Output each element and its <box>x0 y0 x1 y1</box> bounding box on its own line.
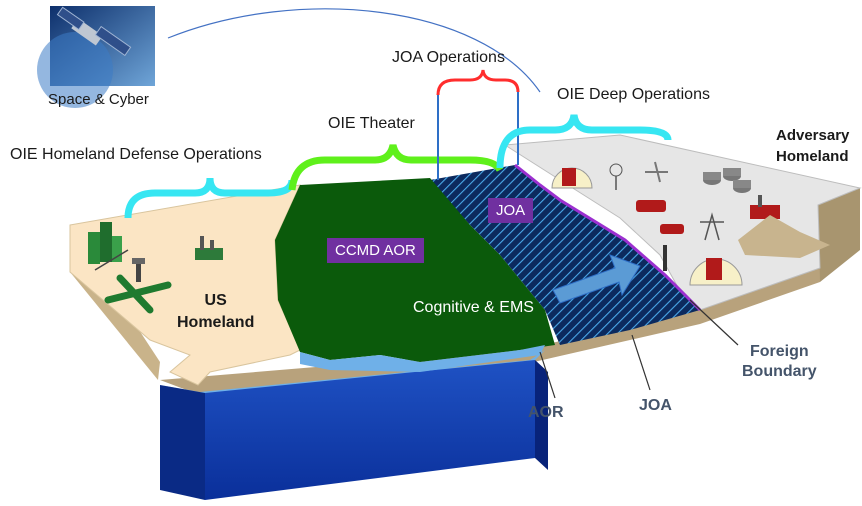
ccmd-aor-region <box>275 178 555 362</box>
aor-leader-line <box>539 351 556 399</box>
airport-icon <box>104 258 172 314</box>
foreign-boundary-line2: Boundary <box>742 363 817 380</box>
joa-operations-label: JOA Operations <box>392 49 505 66</box>
space-link-arc <box>167 8 541 93</box>
adversary-homeland-line2: Homeland <box>776 148 849 165</box>
bracket-oie-theater <box>288 144 504 191</box>
radar-dome-icon-2 <box>689 258 743 286</box>
space-cyber-label: Space & Cyber <box>48 91 149 108</box>
joa-callout-label: JOA <box>639 397 672 414</box>
factory-icon <box>195 236 223 260</box>
aor-callout-label: AOR <box>528 404 564 421</box>
tank-icon <box>636 200 684 234</box>
foreign-boundary-label: Foreign Boundary <box>742 342 817 382</box>
coastline <box>300 345 545 372</box>
missile-icon <box>663 245 667 271</box>
joa-leader-line <box>631 334 651 391</box>
oie-deep-operations-label: OIE Deep Operations <box>557 86 710 103</box>
mountain-icon <box>738 215 830 258</box>
joa-tag: JOA <box>488 198 534 223</box>
us-homeland-label: US Homeland <box>177 290 254 333</box>
radar-dome-icon <box>551 167 593 189</box>
storage-tanks-icon <box>703 168 751 193</box>
bracket-joa-operations <box>436 69 520 96</box>
power-tower-icon <box>700 212 724 241</box>
cognitive-ems-label: Cognitive & EMS <box>413 299 534 316</box>
foreign-boundary-leader-line <box>689 299 739 346</box>
city-buildings-icon <box>88 222 129 271</box>
ocean-front <box>160 385 205 500</box>
oie-theater-label: OIE Theater <box>328 115 415 132</box>
oie-homeland-defense-label: OIE Homeland Defense Operations <box>10 146 262 163</box>
bracket-homeland-defense <box>124 177 296 219</box>
cognitive-ems-arrow <box>552 254 641 304</box>
land-front-edge <box>160 268 820 395</box>
bracket-oie-deep <box>496 114 672 169</box>
foreign-boundary-line1: Foreign <box>750 343 809 360</box>
ocean-block <box>205 360 535 500</box>
us-homeland-line2: Homeland <box>177 313 255 331</box>
adversary-homeland-line1: Adversary <box>776 127 850 144</box>
land-right-edge <box>818 188 860 282</box>
antenna-icon <box>609 163 623 190</box>
ccmd-aor-tag: CCMD AOR <box>327 238 424 263</box>
industrial-plant-icon <box>750 195 780 219</box>
aircraft-icon <box>645 161 668 183</box>
satellite-image <box>37 6 155 108</box>
us-homeland-line1: US <box>204 292 227 309</box>
us-homeland-region <box>69 184 301 386</box>
adversary-homeland-label: Adversary Homeland <box>776 125 849 167</box>
ocean-right <box>535 360 548 470</box>
